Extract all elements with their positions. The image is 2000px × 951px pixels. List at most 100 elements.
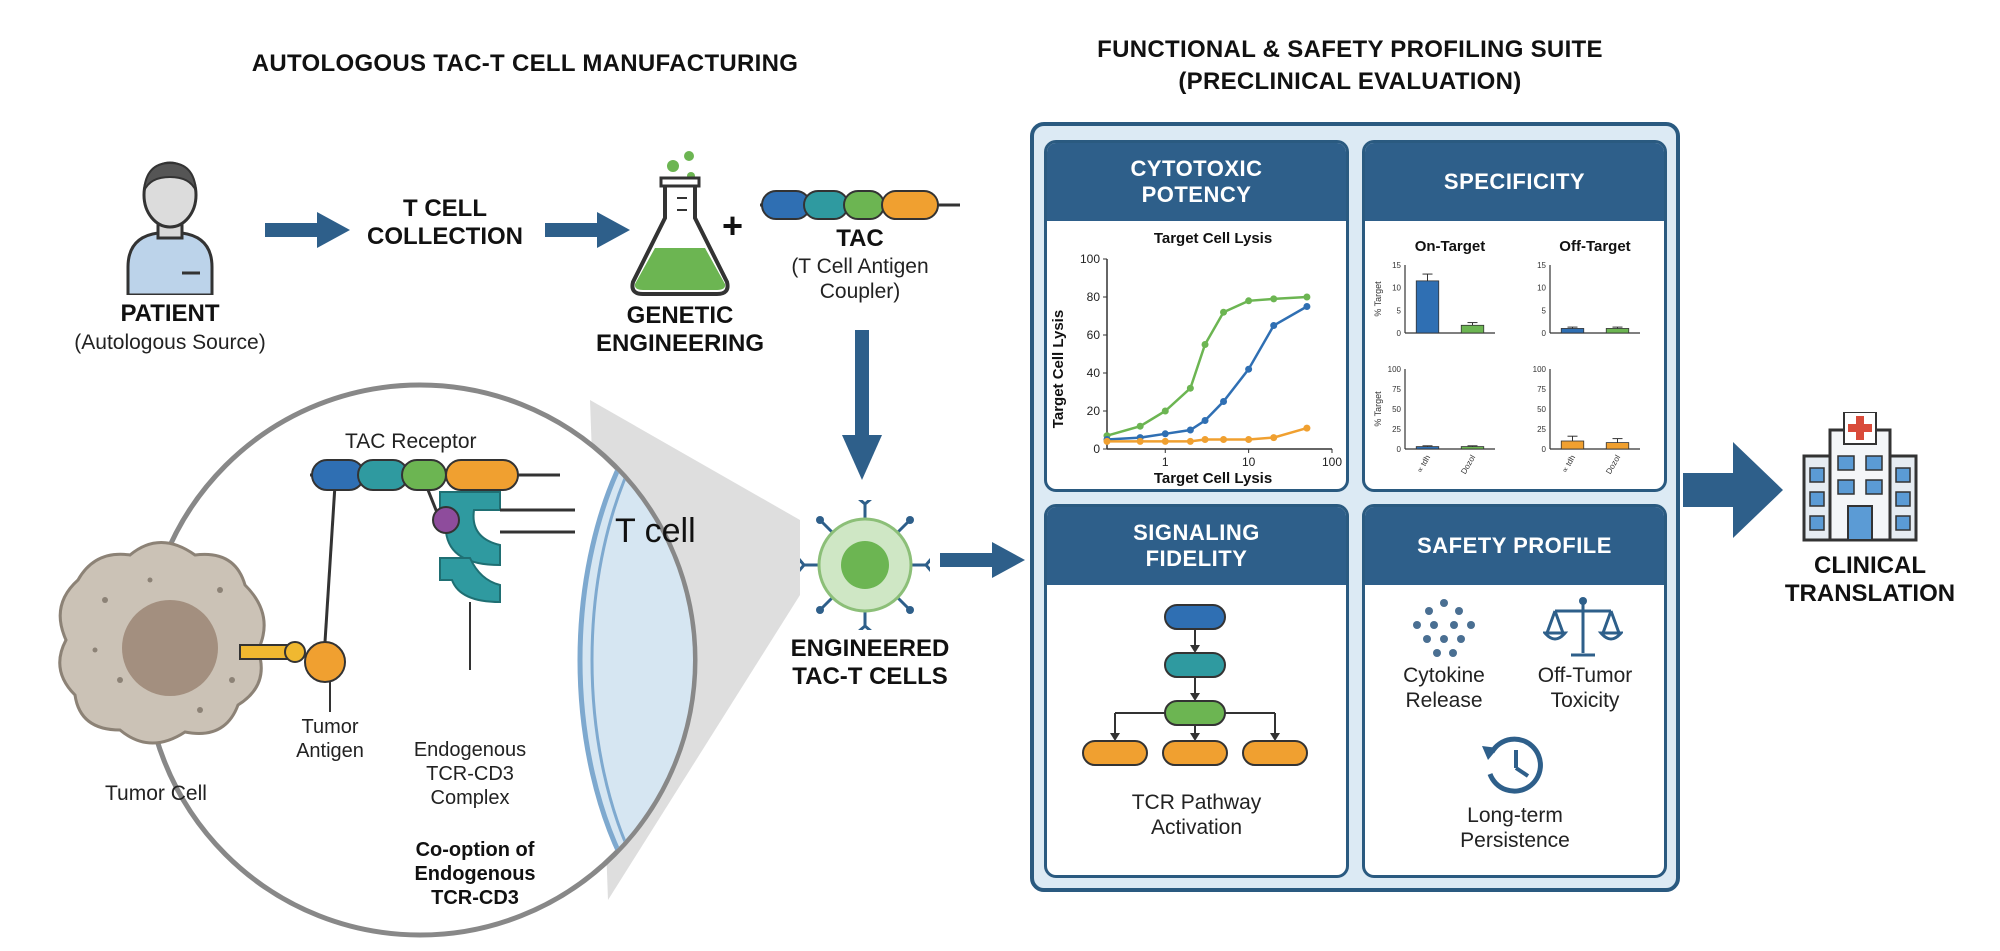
card-safety-header: SAFETY PROFILE — [1365, 507, 1664, 585]
data-point — [1201, 417, 1209, 424]
magnified-detail — [58, 382, 800, 938]
chart-xlabel: Target Cell Lysis — [1154, 470, 1272, 487]
tac-line1: (T Cell Antigen — [791, 254, 929, 278]
tumor-antigen-line2: Antigen — [296, 740, 364, 762]
data-point — [1136, 422, 1144, 430]
bar — [1415, 446, 1440, 450]
t-cell-collection-label: T CELL COLLECTION — [365, 195, 525, 250]
tumor-antigen-line1: Tumor — [301, 716, 359, 738]
chart-ylabel: Target Cell Lysis — [1050, 310, 1067, 428]
t-cell-label: T cell — [615, 512, 696, 550]
right-title-line2: (PRECLINICAL EVALUATION) — [1178, 68, 1522, 96]
data-point — [1161, 407, 1169, 415]
data-point — [1201, 341, 1209, 348]
arrow-right-icon — [1683, 442, 1783, 538]
signaling-cascade: TCR Pathway Activation — [1047, 585, 1346, 875]
cytotoxic-line2: POTENCY — [1141, 182, 1252, 207]
clock-history-icon — [1482, 736, 1543, 794]
bar — [1560, 440, 1585, 450]
cytotoxic-line1: CYTOTOXIC — [1130, 155, 1263, 181]
engineered-tac-t-cells-label: ENGINEERED TAC-T CELLS — [770, 635, 970, 690]
cytokine-line1: Cytokine — [1403, 664, 1485, 687]
tac-label: TAC (T Cell Antigen Coupler) — [770, 225, 950, 304]
longterm-line1: Long-term — [1467, 804, 1563, 827]
tcell-icon — [800, 500, 930, 630]
data-point — [1245, 436, 1253, 443]
tac-construct-icon — [760, 190, 960, 220]
data-point — [1270, 322, 1278, 329]
data-point — [1303, 424, 1311, 432]
y-tick-label: 40 — [1087, 366, 1101, 380]
safety-items: Cytokine Release Off-Tumor Toxicity — [1365, 585, 1664, 875]
patient-title: PATIENT — [120, 300, 220, 327]
engineered-line2: TAC-T CELLS — [792, 662, 948, 690]
tumor-antigen-label: Tumor Antigen — [280, 715, 380, 763]
y-tick-label: 60 — [1087, 328, 1101, 342]
left-section-title: AUTOLOGOUS TAC-T CELL MANUFACTURING — [251, 50, 799, 77]
y-tick-label: 50 — [1392, 405, 1401, 414]
scales-icon — [1543, 597, 1623, 657]
y-tick-label: 5 — [1397, 306, 1402, 315]
data-point — [1161, 437, 1169, 445]
offtumor-line2: Toxicity — [1550, 689, 1620, 713]
co-option-label: Co-option of Endogenous TCR-CD3 — [395, 838, 555, 910]
panel-title: On-Target — [1415, 238, 1486, 255]
y-tick-label: 20 — [1087, 404, 1101, 418]
offtumor-line1: Off-Tumor — [1537, 664, 1633, 687]
data-point — [1303, 293, 1311, 301]
y-tick-label: 0 — [1542, 329, 1547, 338]
y-tick-label: 10 — [1392, 284, 1401, 293]
patient-subtitle: (Autologous Source) — [74, 330, 266, 354]
x-tick-label: Dozol — [1604, 453, 1622, 475]
y-tick-label: 25 — [1392, 425, 1401, 434]
longterm-line2: Persistence — [1460, 829, 1570, 853]
profiling-suite-panel: CYTOTOXIC POTENCY Target Cell Lysis Targ… — [1030, 122, 1680, 892]
data-point — [1220, 308, 1228, 316]
signaling-line1: SIGNALING — [1133, 519, 1260, 545]
patient-label: PATIENT (Autologous Source) — [50, 300, 290, 355]
cytokine-release-label: Cytokine Release — [1379, 663, 1509, 713]
flask-icon — [630, 151, 730, 296]
coopt-line2: Endogenous — [414, 863, 536, 885]
panel-title: Off-Target — [1559, 238, 1630, 255]
data-point — [1245, 365, 1253, 373]
bar — [1460, 446, 1485, 450]
data-point — [1186, 437, 1194, 445]
y-tick-label: 0 — [1397, 329, 1402, 338]
signaling-cascade-icon — [1082, 604, 1308, 766]
y-tick-label: 5 — [1542, 306, 1547, 315]
collection-line1: T CELL — [403, 195, 487, 222]
arrow-right-icon — [940, 542, 1025, 578]
clinical-translation-label: CLINICAL TRANSLATION — [1770, 552, 1970, 607]
signaling-line2: FIDELITY — [1145, 546, 1248, 571]
right-title-line1: FUNCTIONAL & SAFETY PROFILING SUITE — [1097, 36, 1603, 63]
y-tick-label: 0 — [1542, 445, 1547, 454]
lysis-chart: Target Cell Lysis Target Cell Lysis Targ… — [1050, 230, 1342, 487]
data-point — [1186, 384, 1194, 392]
tumor-cell-label: Tumor Cell — [105, 782, 207, 805]
series-line — [1106, 295, 1307, 437]
data-point — [1245, 297, 1253, 305]
endo-line2: TCR-CD3 — [426, 763, 514, 785]
card-cytotoxic-potency: CYTOTOXIC POTENCY Target Cell Lysis Targ… — [1044, 140, 1349, 492]
off-tumor-toxicity-label: Off-Tumor Toxicity — [1515, 663, 1655, 713]
data-point — [1201, 436, 1209, 443]
y-tick-label: 50 — [1537, 405, 1546, 414]
y-tick-label: 100 — [1388, 365, 1402, 374]
x-tick-label: 10 — [1242, 455, 1256, 469]
arrow-right-icon — [265, 212, 350, 248]
y-tick-label: 0 — [1093, 442, 1100, 456]
signaling-caption: TCR Pathway Activation — [1047, 790, 1346, 840]
right-section-title: FUNCTIONAL & SAFETY PROFILING SUITE (PRE… — [1030, 34, 1670, 99]
data-point — [1303, 303, 1311, 310]
y-tick-label: 10 — [1537, 284, 1546, 293]
y-axis-label: % Target — [1373, 391, 1383, 427]
arrow-down-icon — [842, 330, 882, 480]
y-tick-label: 15 — [1392, 261, 1401, 270]
engineering-line2: ENGINEERING — [595, 329, 765, 357]
endo-line3: Complex — [430, 787, 510, 809]
card-signaling-fidelity: SIGNALING FIDELITY TCR Pathway — [1044, 504, 1349, 878]
